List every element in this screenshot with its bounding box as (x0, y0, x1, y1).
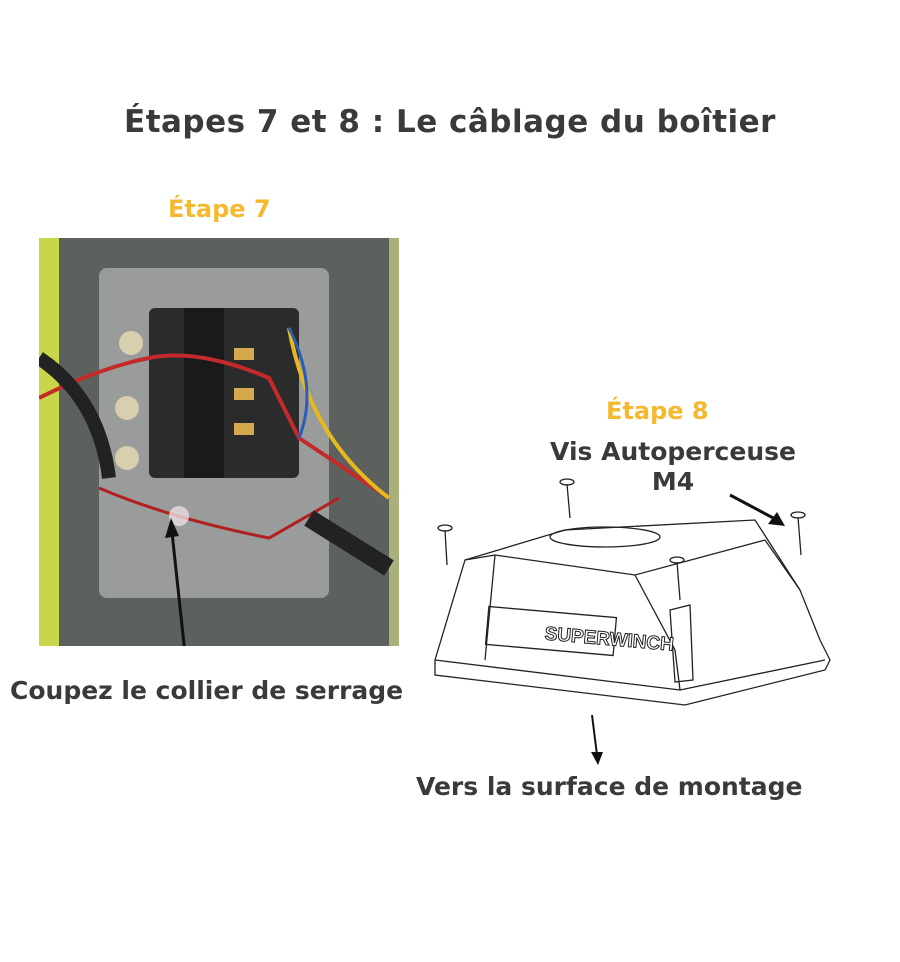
page-title: Étapes 7 et 8 : Le câblage du boîtier (124, 104, 776, 140)
self-drilling-screw-label: Vis Autoperceuse M4 (538, 437, 808, 497)
step-8-label: Étape 8 (606, 397, 709, 425)
step-7-label: Étape 7 (168, 195, 271, 223)
mounting-surface-caption: Vers la surface de montage (416, 772, 803, 801)
screw-icon (790, 511, 806, 556)
screw-icon (669, 556, 685, 601)
screw-icon (437, 524, 453, 566)
cut-cable-tie-caption: Coupez le collier de serrage (10, 676, 404, 705)
control-box-cover-drawing: SUPERWINCH (434, 478, 831, 765)
screw-label-line1: Vis Autoperceuse (550, 437, 796, 466)
step-7-photo (39, 238, 399, 646)
screw-icon (559, 478, 575, 519)
screw-label-line2: M4 (651, 467, 695, 496)
